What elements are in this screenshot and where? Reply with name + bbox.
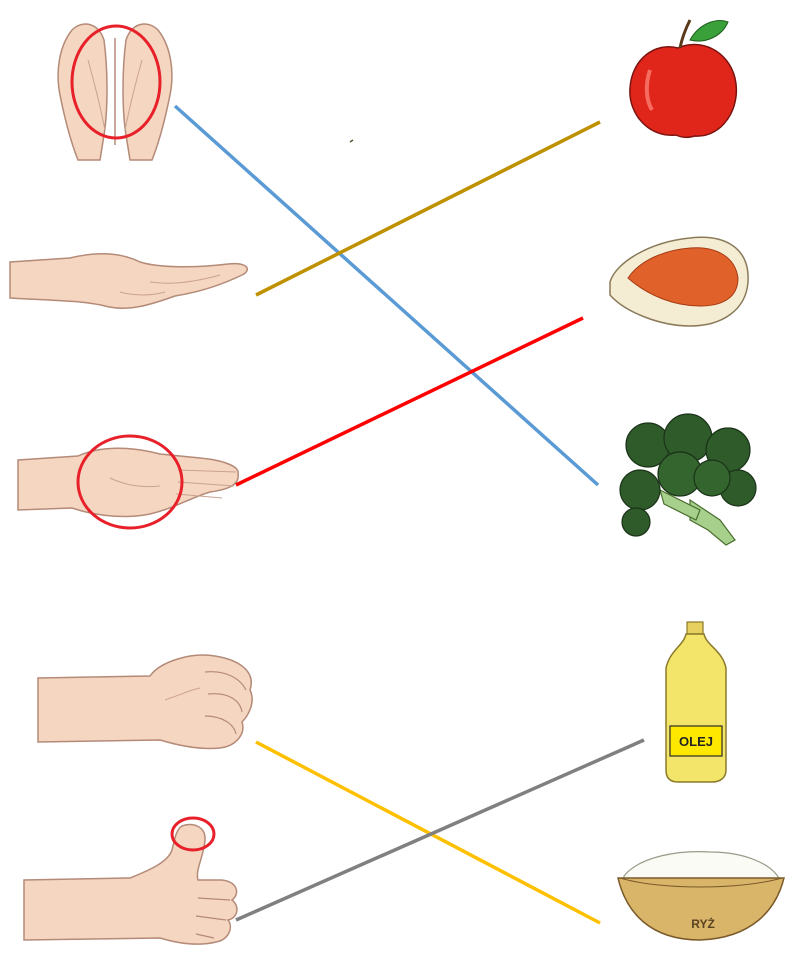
cupped-hands-image [58,24,172,160]
open-palm-image [10,254,247,308]
fist-image [38,655,252,748]
rice-label: RYŻ [691,916,715,931]
oil-bottle-image: OLEJ [666,622,726,782]
palm-circled-image [18,436,238,528]
oil-label: OLEJ [679,734,713,749]
rice-bowl-image: RYŻ [618,852,784,940]
broccoli-image [620,414,756,545]
thumb-up-image [24,818,237,944]
line-thumb-to-oil [236,740,644,920]
connection-lines [175,106,644,923]
line-palm-to-meat [236,318,583,485]
meat-steak-image [610,237,748,326]
line-cupped-hands-to-broccoli [175,106,598,485]
apple-image [630,20,737,137]
stray-mark [350,140,353,142]
line-open-palm-to-apple [256,122,600,295]
line-fist-to-rice [256,742,600,923]
